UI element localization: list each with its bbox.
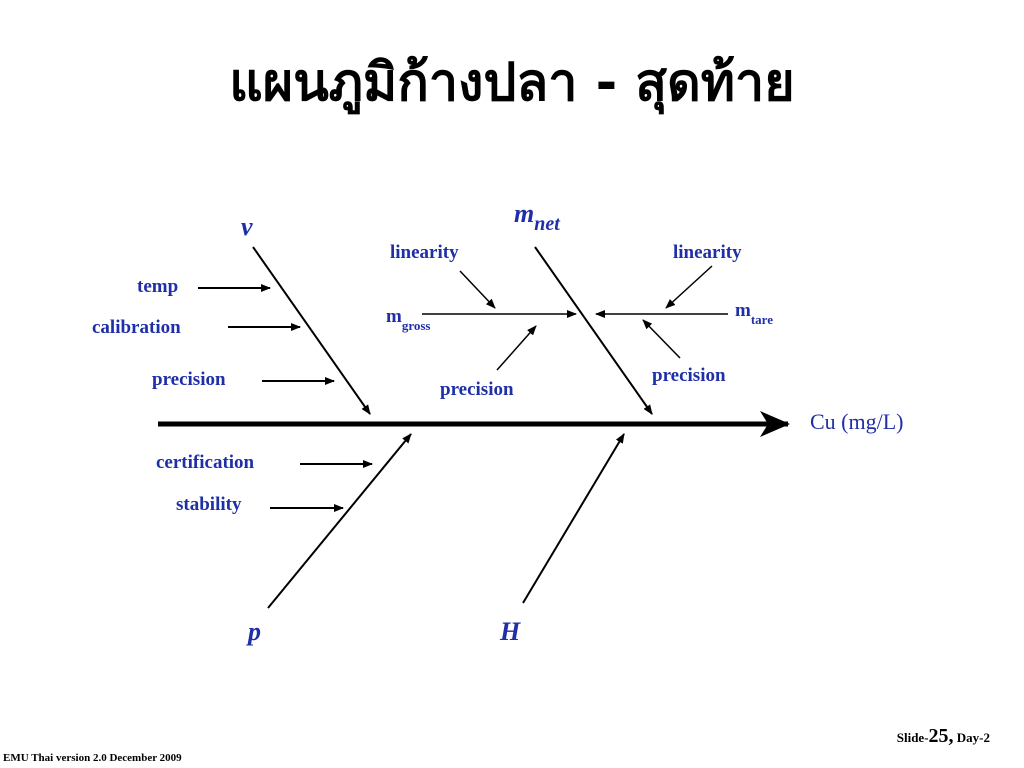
- factor-temp: temp: [137, 276, 178, 297]
- slide-prefix: Slide-: [896, 730, 929, 745]
- cause-h-label: H: [499, 617, 521, 646]
- factor-linearity-left: linearity: [390, 242, 459, 263]
- footer-slide-info: Slide-25, Day-2: [897, 725, 990, 748]
- factor-precision-tare: precision: [652, 365, 726, 386]
- branch-h: [522, 433, 625, 604]
- factor-calibration: calibration: [92, 317, 181, 338]
- arrow-precision-tare: [642, 319, 681, 359]
- factor-precision-gross: precision: [440, 379, 514, 400]
- cause-m-net-label: mnet: [514, 199, 561, 235]
- factor-m-tare: mtare: [735, 300, 773, 327]
- cause-v-label: v: [241, 212, 253, 241]
- branch-m-net: [534, 246, 653, 415]
- arrow-linearity-left: [459, 270, 496, 309]
- branch-v: [252, 246, 371, 415]
- factor-certification: certification: [156, 452, 255, 473]
- effect-label: Cu (mg/L): [810, 409, 904, 434]
- factor-stability: stability: [176, 494, 242, 515]
- factor-m-gross: mgross: [386, 306, 430, 333]
- cause-p-label: p: [246, 617, 261, 646]
- footer-version: EMU Thai version 2.0 December 2009: [3, 752, 182, 764]
- slide-number: 25,: [928, 725, 954, 747]
- branch-p: [267, 433, 412, 609]
- factor-linearity-right: linearity: [673, 242, 742, 263]
- arrow-precision-gross: [496, 325, 537, 371]
- day-label: Day-2: [956, 730, 990, 745]
- arrow-linearity-right: [665, 265, 713, 309]
- slide-title: แผนภูมิก้างปลา - สุดท้าย: [229, 53, 795, 113]
- factor-precision-v: precision: [152, 369, 226, 390]
